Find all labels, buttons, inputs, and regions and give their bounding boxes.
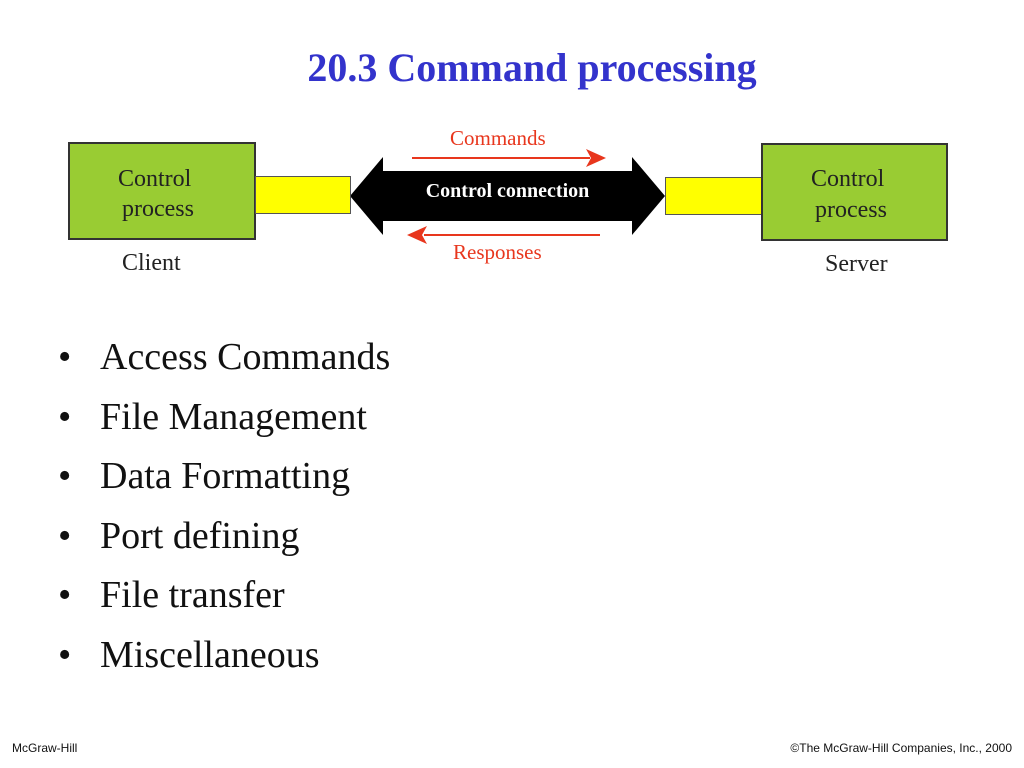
client-control-process-box: Control process <box>68 142 256 240</box>
bullet-text: File transfer <box>100 574 285 616</box>
bullet-item: • Data Formatting <box>58 447 390 507</box>
bullet-text: Miscellaneous <box>100 633 320 676</box>
bullet-list: • Access Commands • File Management • Data … <box>58 328 390 685</box>
footer-copyright: ©The McGraw-Hill Companies, Inc., 2000 <box>790 741 1012 755</box>
bullet-text: Access Commands <box>100 336 391 378</box>
bullet-dot: • <box>58 574 72 616</box>
slide-title: 20.3 Command processing <box>307 45 757 90</box>
server-box-line2: process <box>815 197 887 223</box>
server-control-process-box: Control process <box>761 143 948 241</box>
bullet-item: • File transfer <box>58 566 390 626</box>
bullet-item: • Access Commands <box>58 328 390 388</box>
footer-publisher: McGraw-Hill <box>12 741 78 755</box>
server-connector <box>665 177 763 215</box>
bullet-dot: • <box>58 514 72 557</box>
responses-arrow <box>407 226 600 244</box>
client-label: Client <box>122 250 181 276</box>
commands-label: Commands <box>450 126 546 150</box>
bullet-dot: • <box>58 395 72 438</box>
bullet-text: File Management <box>100 395 367 438</box>
bullet-item: • Miscellaneous <box>58 626 390 686</box>
bullet-text: Port defining <box>100 514 300 557</box>
bullet-text: Data Formatting <box>100 455 351 497</box>
client-connector <box>255 176 351 214</box>
bullet-dot: • <box>58 336 72 378</box>
client-box-line1: Control <box>118 166 192 192</box>
control-connection-arrow <box>350 157 665 235</box>
bullet-item: • Port defining <box>58 507 390 567</box>
bullet-dot: • <box>58 633 72 676</box>
bullet-dot: • <box>58 455 72 497</box>
command-processing-diagram: Control process Control connection Contr… <box>0 0 1024 300</box>
commands-arrow <box>412 149 606 167</box>
control-connection-label: Control connection <box>425 180 590 202</box>
diagram-arrows <box>350 149 665 244</box>
server-label: Server <box>825 251 888 277</box>
client-box-line2: process <box>122 196 194 222</box>
server-box-line1: Control <box>811 166 885 192</box>
bullet-item: • File Management <box>58 388 390 448</box>
responses-label: Responses <box>453 240 542 264</box>
